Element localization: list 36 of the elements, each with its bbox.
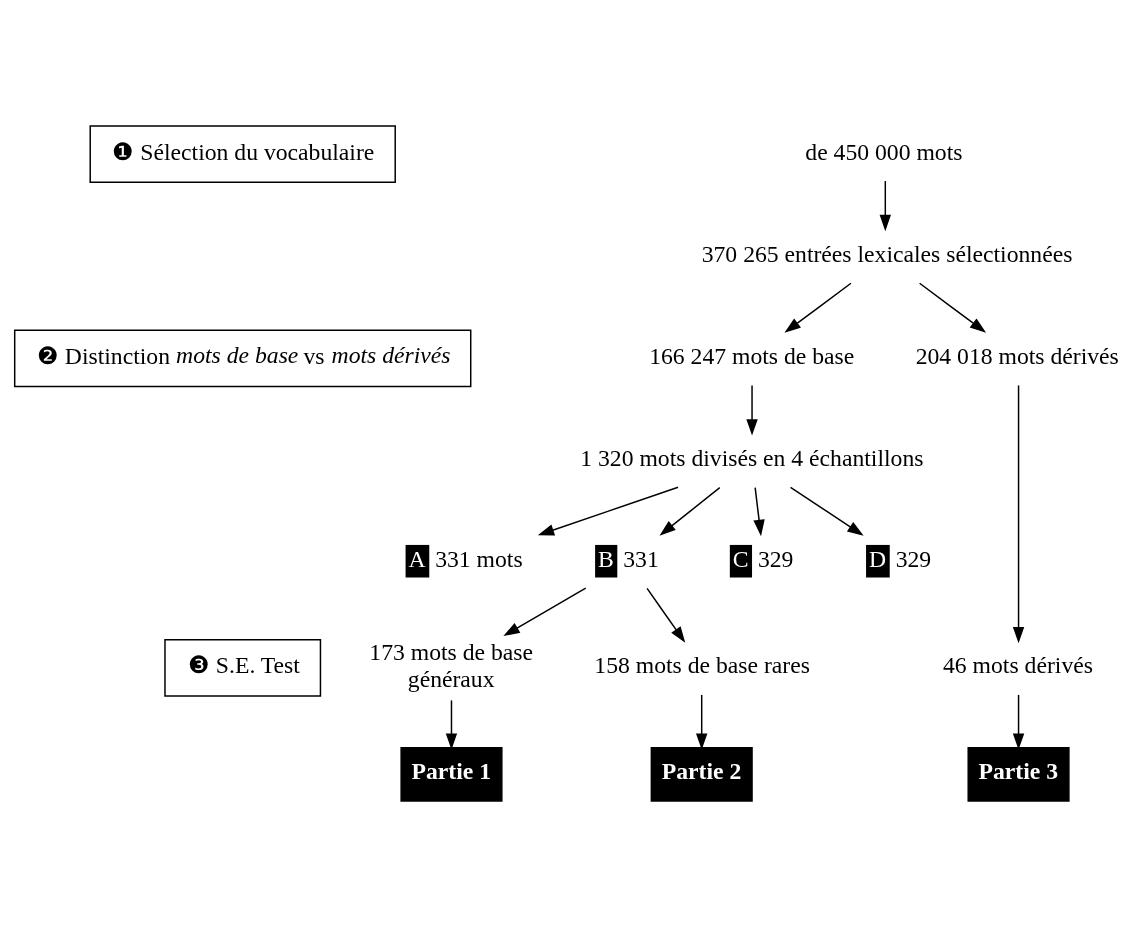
node-text: de 450 000 mots xyxy=(805,138,963,165)
node-text: 46 mots dérivés xyxy=(943,652,1093,679)
node-box: D xyxy=(866,544,890,578)
arrow xyxy=(646,587,686,643)
node-text: 370 265 entrées lexicales sélectionnées xyxy=(701,240,1073,267)
arrow xyxy=(746,384,758,436)
node-box: ❸ S.E. Test xyxy=(164,638,322,697)
node-label: 329 xyxy=(895,545,932,572)
node-label: 331 mots xyxy=(435,545,523,572)
node-label: 331 xyxy=(623,545,659,572)
node-text: 166 247 mots de base xyxy=(649,343,855,369)
arrow xyxy=(918,282,987,333)
arrow xyxy=(879,180,891,232)
arrow xyxy=(1012,384,1025,644)
arrow xyxy=(789,486,864,536)
arrow xyxy=(784,282,852,333)
node-box: ❷ Distinction mots de base vs mots dérivés xyxy=(13,329,472,388)
arrow xyxy=(445,699,458,750)
node-box: C xyxy=(729,544,753,578)
node-text: 1 320 mots divisés en 4 échantillons xyxy=(580,445,924,472)
arrow xyxy=(503,587,587,637)
node-text: 204 018 mots dérivés xyxy=(915,343,1119,369)
node-text: 173 mots de base généraux xyxy=(369,639,534,692)
node-box: A xyxy=(405,544,430,578)
node-box: B xyxy=(595,544,618,578)
node-label: 329 xyxy=(757,545,794,572)
arrow xyxy=(1012,694,1025,750)
arrow xyxy=(537,486,679,536)
node-box: Partie 3 xyxy=(967,747,1070,802)
node-text: 158 mots de base rares xyxy=(594,652,810,679)
node-box: Partie 1 xyxy=(400,747,503,802)
arrow xyxy=(696,694,708,750)
arrow xyxy=(659,486,721,536)
node-box: ❶ Sélection du vocabulaire xyxy=(89,125,396,183)
node-box: Partie 2 xyxy=(650,747,753,802)
arrow xyxy=(753,486,765,537)
